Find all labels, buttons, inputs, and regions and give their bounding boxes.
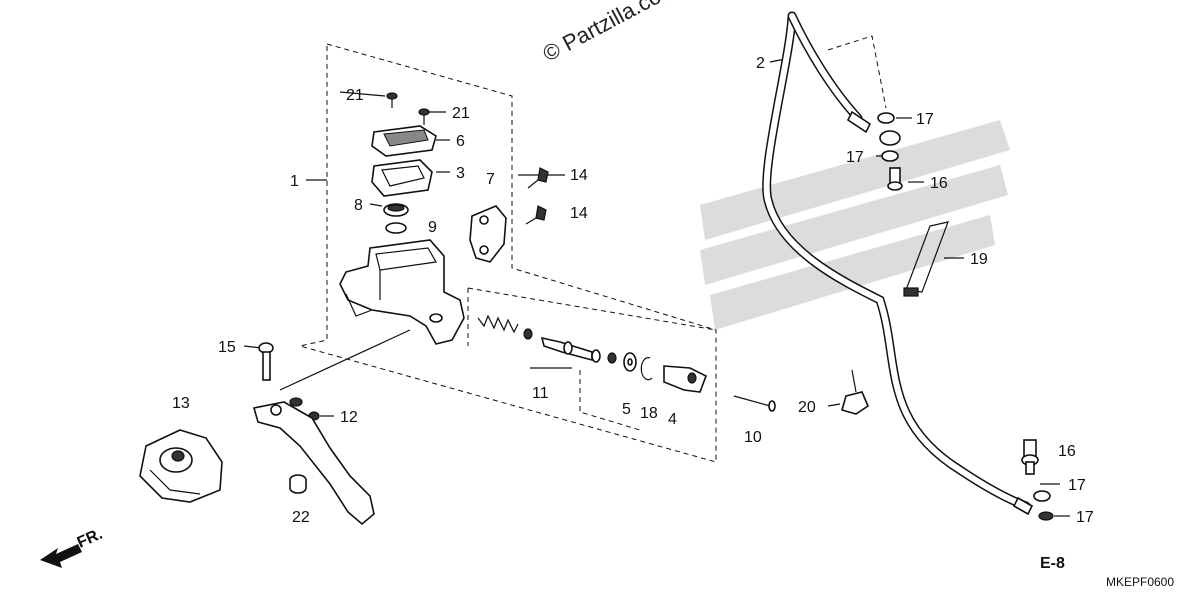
watermark-text: © Partzilla.com [539, 0, 682, 66]
part-9-o-ring [385, 222, 407, 234]
reference-label: E-8 [1040, 555, 1065, 572]
part-17-washer-lower-a [1033, 490, 1051, 502]
callout-2: 2 [756, 55, 765, 72]
callout-4: 4 [668, 411, 677, 428]
part-13-lever-cover [139, 429, 223, 503]
callout-20: 20 [798, 399, 816, 416]
callout-22: 22 [292, 509, 310, 526]
assembly-outline-master-cylinder [299, 43, 717, 463]
callout-8: 8 [354, 197, 363, 214]
part-1-master-cylinder [339, 239, 465, 345]
part-14-bolt-lower [525, 205, 547, 225]
part-11-piston [540, 336, 601, 363]
callout-12: 12 [340, 409, 358, 426]
part-22-pivot-collar [289, 474, 307, 494]
callout-17-lower-b: 17 [1076, 509, 1094, 526]
part-20-clamp [841, 369, 869, 415]
lever [252, 401, 375, 526]
callout-6: 6 [456, 133, 465, 150]
part-15-bolt [258, 342, 274, 381]
callout-16-lower: 16 [1058, 443, 1076, 460]
front-direction-arrow: FR. [40, 526, 105, 568]
callout-10: 10 [744, 429, 762, 446]
part-17-washer-upper-b [879, 130, 901, 162]
callout-5: 5 [622, 401, 631, 418]
callout-11: 11 [532, 385, 549, 402]
callout-14-upper: 14 [570, 167, 588, 184]
callout-1: 1 [290, 173, 299, 190]
part-16-bolt-upper [887, 167, 903, 191]
part-17-washer-lower-b [1038, 511, 1054, 521]
part-6-reservoir-cap [371, 125, 437, 157]
part-18-circlip [640, 357, 653, 381]
part-19-hose-clamp [903, 221, 949, 297]
part-14-bolt-upper [527, 167, 549, 189]
part-7-holder [469, 205, 507, 263]
callout-13: 13 [172, 395, 190, 412]
callout-9: 9 [428, 219, 437, 236]
part-3-diaphragm-plate [371, 159, 433, 197]
callout-3: 3 [456, 165, 465, 182]
part-17-washer-upper-a [877, 112, 895, 124]
callout-17-upper-b: 17 [846, 149, 864, 166]
part-5-washer [607, 352, 637, 372]
assembly-outline-hose [827, 35, 887, 109]
callout-21-upper: 21 [346, 87, 364, 104]
part-10-pin [733, 395, 776, 412]
front-direction-label: FR. [75, 526, 105, 552]
callout-21-lower: 21 [452, 105, 470, 122]
part-16-bolt-lower [1021, 439, 1039, 475]
callout-19: 19 [970, 251, 988, 268]
diagram-code: MKEPF0600 [1106, 575, 1174, 589]
part-8-diaphragm [383, 203, 409, 217]
callout-18: 18 [640, 405, 658, 422]
callout-16-upper: 16 [930, 175, 948, 192]
callout-15: 15 [218, 339, 236, 356]
callout-17-upper-a: 17 [916, 111, 934, 128]
callout-labels: 1 2 3 4 5 6 7 8 9 10 11 12 13 14 14 15 1… [172, 55, 1094, 526]
part-21-screw-upper [386, 92, 398, 108]
part-11-spring [477, 314, 533, 340]
callout-17-lower-a: 17 [1068, 477, 1086, 494]
part-2-clutch-hose [762, 11, 1034, 516]
callout-7: 7 [486, 171, 495, 188]
callout-14-lower: 14 [570, 205, 588, 222]
part-4-boot [663, 365, 708, 393]
part-21-screw-lower [418, 108, 430, 125]
